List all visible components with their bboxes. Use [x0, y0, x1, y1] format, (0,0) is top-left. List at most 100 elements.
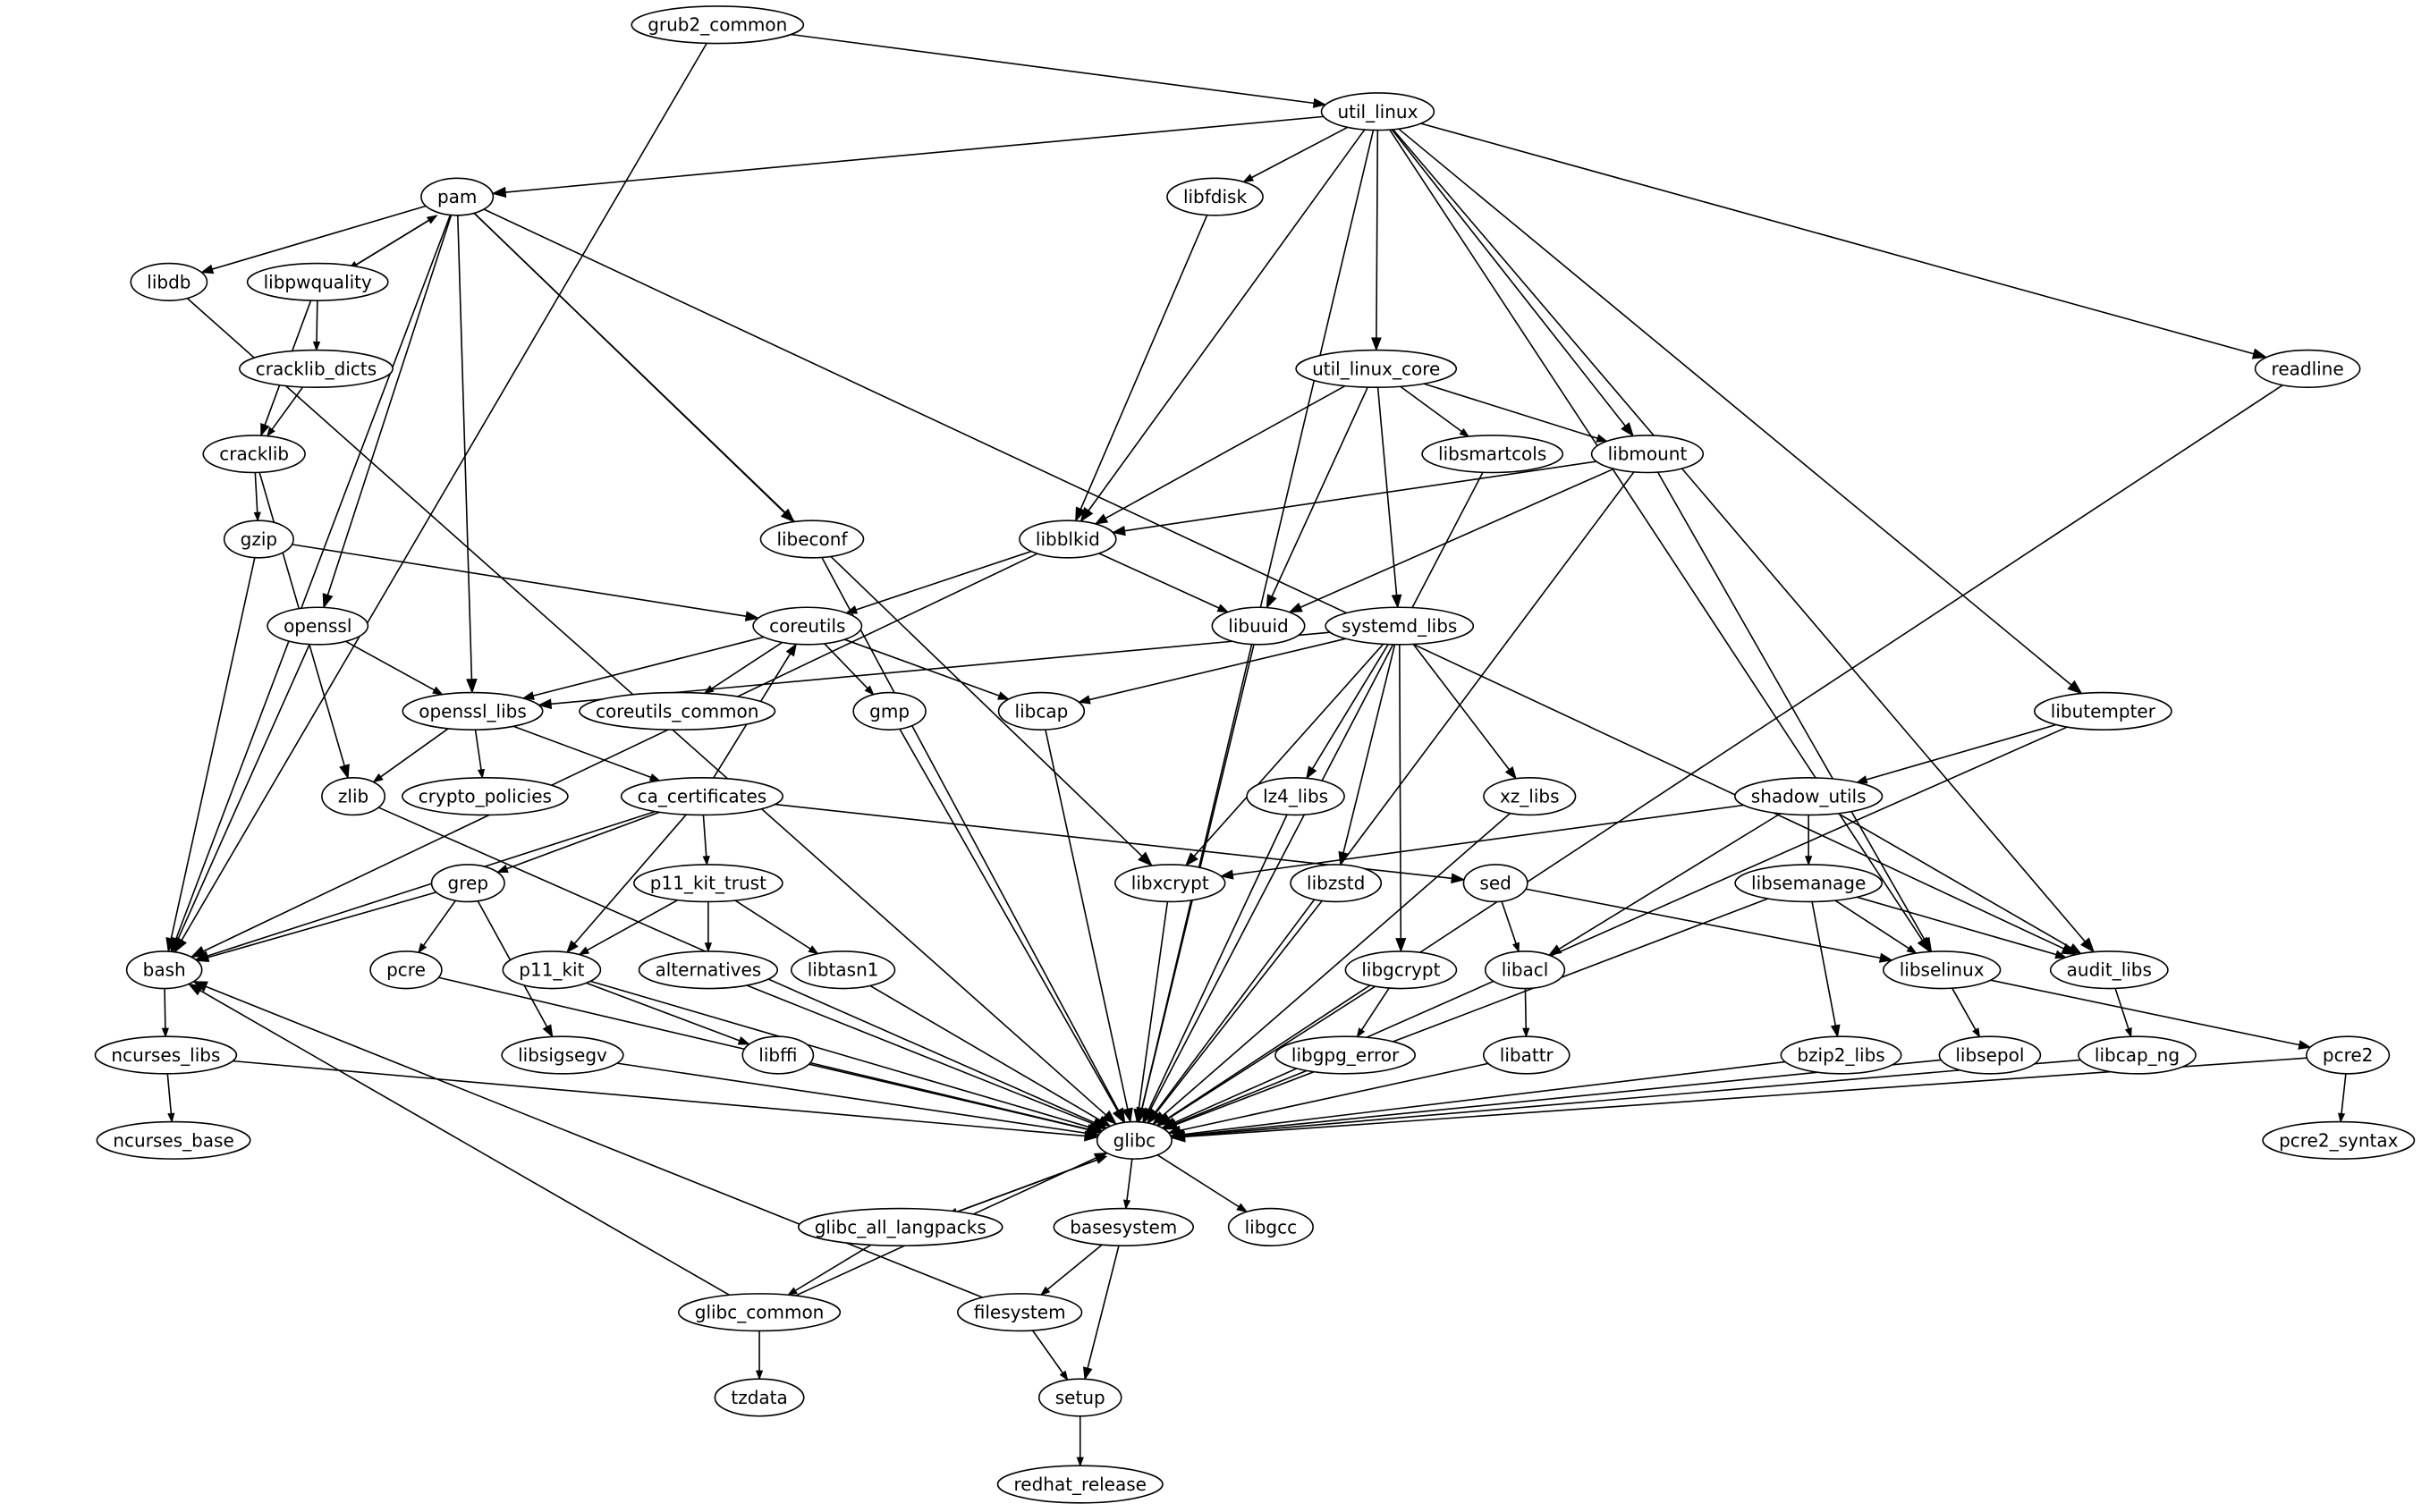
edge-util_linux-to-libmount	[1391, 129, 1634, 437]
arrowhead-icon	[1093, 1152, 1108, 1163]
edge-line	[1182, 1060, 1786, 1136]
node-shape	[1037, 1378, 1122, 1417]
node-gzip: gzip	[223, 519, 294, 559]
edge-util_linux_core-to-libblkid	[1094, 384, 1346, 525]
node-grep: grep	[430, 864, 505, 903]
node-label: libsmartcols	[1438, 443, 1546, 465]
node-label: libmount	[1608, 443, 1688, 465]
node-label: glibc_common	[695, 1302, 825, 1323]
edge-line	[1098, 553, 1220, 609]
node-label: libgcrypt	[1361, 959, 1440, 981]
edge-line	[702, 815, 707, 857]
arrowhead-icon	[864, 685, 875, 696]
node-shape	[1295, 349, 1458, 388]
edge-ca_certificates-to-p11_kit	[566, 814, 687, 954]
edge-line	[2114, 988, 2129, 1029]
edge-openssl-to-bash	[172, 644, 310, 953]
arrowhead-icon	[1185, 852, 1198, 866]
edge-line	[1232, 804, 1744, 875]
node-label: ca_certificates	[638, 786, 767, 807]
edge-libmount-to-libuuid	[1288, 468, 1614, 613]
node-libsmartcols: libsmartcols	[1421, 435, 1564, 474]
arrowhead-icon	[477, 768, 486, 780]
edge-line	[166, 1073, 173, 1114]
node-shape	[267, 606, 369, 646]
node-filesystem: filesystem	[956, 1293, 1083, 1332]
edge-ca_certificates-to-p11_kit_trust	[702, 815, 710, 866]
node-shape	[2262, 1120, 2416, 1160]
node-label: libsepol	[1955, 1044, 2024, 1066]
edge-line	[474, 730, 482, 771]
arrowhead-icon	[167, 1112, 175, 1123]
node-shape	[2254, 349, 2361, 388]
edge-libsemanage-to-audit_libs	[1857, 896, 2068, 959]
edge-line	[809, 1061, 1090, 1131]
node-label: alternatives	[656, 959, 762, 981]
edge-line	[1990, 979, 2300, 1046]
node-libutempter: libutempter	[2033, 691, 2172, 731]
node-label: ncurses_libs	[111, 1044, 220, 1066]
arrowhead-icon	[1216, 604, 1230, 613]
node-ca-certificates: ca_certificates	[620, 777, 784, 816]
edge-line	[587, 899, 679, 951]
edge-line	[233, 1060, 1086, 1137]
edge-line	[1398, 644, 1402, 939]
edge-line	[746, 984, 1095, 1126]
node-libsepol: libsepol	[1938, 1035, 2042, 1075]
edge-line	[348, 219, 430, 271]
edge-lz4_libs-to-glibc	[1142, 814, 1288, 1124]
edge-line	[1866, 723, 2057, 781]
node-coreutils-common: coreutils_common	[579, 691, 776, 731]
edge-line	[1311, 644, 1389, 770]
arrowhead-icon	[1547, 944, 1562, 956]
node-label: libselinux	[1900, 959, 1985, 981]
arrowhead-icon	[1805, 856, 1813, 866]
edge-systemd_libs-to-xz_libs	[1412, 643, 1517, 780]
edge-libcap-to-glibc	[1045, 729, 1133, 1124]
arrowhead-icon	[172, 937, 183, 953]
node-shape	[579, 691, 776, 731]
edge-line	[207, 891, 436, 959]
arrowhead-icon	[1356, 1027, 1366, 1038]
edge-line	[1126, 1158, 1133, 1201]
node-label: libgpg_error	[1291, 1044, 1400, 1066]
edge-line	[1046, 1244, 1103, 1290]
arrowhead-icon	[491, 186, 507, 199]
node-label: libpwquality	[264, 271, 372, 292]
edge-gzip-to-coreutils	[292, 544, 760, 621]
arrowhead-icon	[322, 593, 334, 609]
arrowhead-icon	[339, 764, 350, 780]
node-shape	[1274, 1035, 1417, 1075]
edge-line	[1360, 987, 1390, 1031]
node-shape	[752, 606, 863, 646]
arrowhead-icon	[466, 679, 478, 694]
node-pcre2: pcre2	[2306, 1035, 2391, 1075]
arrowhead-icon	[1113, 1108, 1125, 1124]
edge-libeconf-to-glibc	[821, 557, 1126, 1124]
arrowhead-icon	[426, 215, 438, 224]
edge-line	[1155, 900, 1323, 1114]
arrowhead-icon	[1266, 594, 1277, 609]
edge-line	[734, 900, 811, 950]
node-shape	[1882, 950, 2002, 990]
arrowhead-icon	[195, 952, 210, 962]
node-label: shadow_utils	[1751, 786, 1867, 807]
edge-libmount-to-libblkid	[1111, 460, 1596, 536]
edge-util_linux_core-to-systemd_libs	[1376, 387, 1402, 609]
node-readline: readline	[2254, 349, 2361, 388]
edge-line	[1147, 814, 1288, 1111]
node-shape	[1019, 519, 1117, 559]
node-shape	[741, 1035, 815, 1075]
arrowhead-icon	[1219, 869, 1234, 880]
arrowhead-icon	[2251, 348, 2268, 359]
node-label: libcap_ng	[2095, 1044, 2180, 1066]
node-shape	[130, 262, 208, 301]
edge-line	[1524, 988, 1528, 1029]
arrowhead-icon	[199, 264, 215, 275]
arrowhead-icon	[1906, 944, 1918, 954]
node-shape	[402, 691, 544, 731]
node-libtasn1: libtasn1	[790, 950, 896, 990]
edge-line	[345, 640, 436, 691]
edge-line	[512, 725, 652, 779]
node-label: util_linux_core	[1312, 358, 1440, 379]
